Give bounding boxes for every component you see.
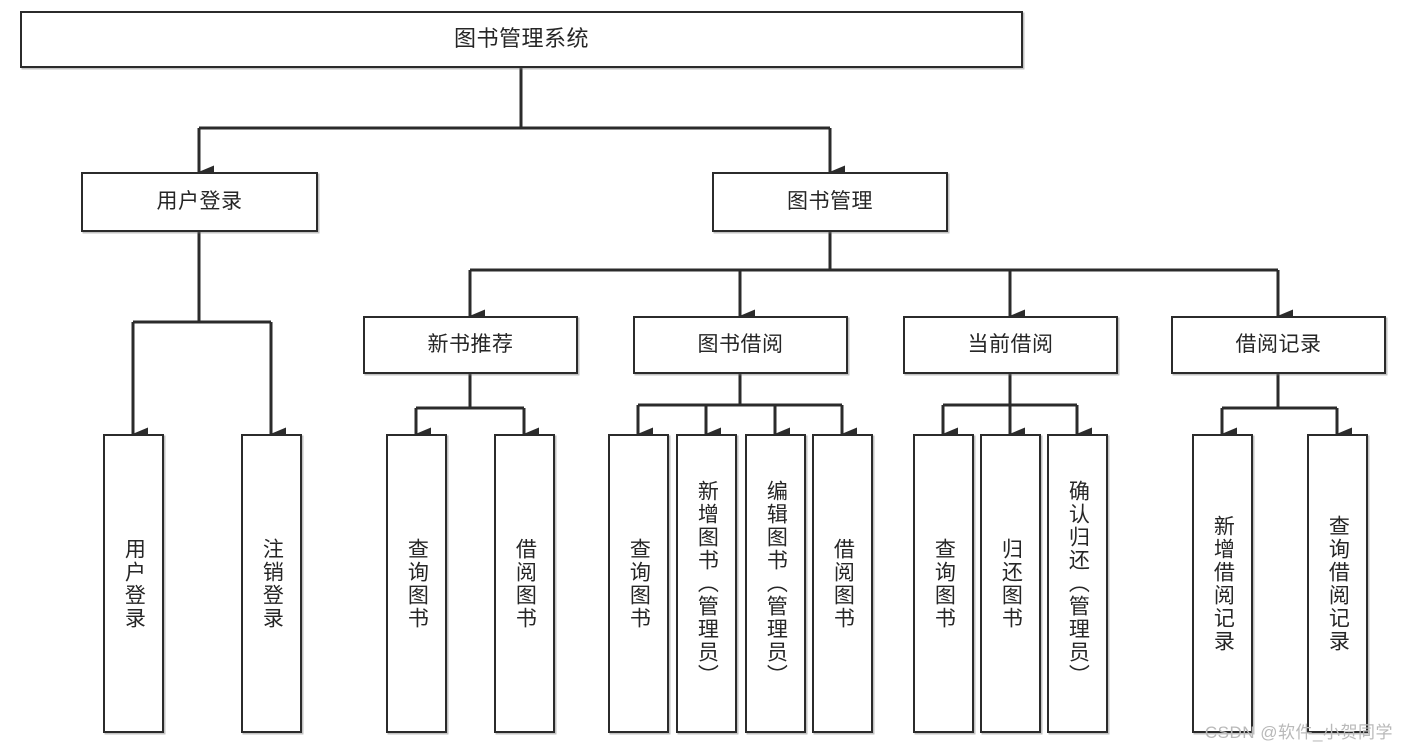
node-leaf-add-record[interactable]: 新增借阅记录 — [1192, 434, 1253, 733]
node-leaf-query-book-2[interactable]: 查询图书 — [608, 434, 669, 733]
csdn-watermark: CSDN @软件_小贺同学 — [1204, 723, 1393, 742]
node-leaf-query-book-3-label: 查询图书 — [932, 537, 956, 630]
node-borrow-record-label: 借阅记录 — [1235, 333, 1322, 357]
node-root-label: 图书管理系统 — [453, 26, 589, 52]
node-leaf-borrow-book-2[interactable]: 借阅图书 — [812, 434, 873, 733]
node-book-manage-label: 图书管理 — [787, 190, 873, 214]
node-new-book[interactable]: 新书推荐 — [363, 316, 578, 374]
node-leaf-return-book-label: 归还图书 — [999, 537, 1023, 630]
node-book-borrow[interactable]: 图书借阅 — [633, 316, 848, 374]
node-leaf-add-record-label: 新增借阅记录 — [1211, 514, 1235, 653]
node-leaf-return-book[interactable]: 归还图书 — [980, 434, 1041, 733]
node-leaf-query-book-1[interactable]: 查询图书 — [386, 434, 447, 733]
node-leaf-query-record[interactable]: 查询借阅记录 — [1307, 434, 1368, 733]
node-leaf-query-record-label: 查询借阅记录 — [1326, 514, 1350, 653]
node-leaf-query-book-2-label: 查询图书 — [627, 537, 651, 630]
node-current-borrow[interactable]: 当前借阅 — [903, 316, 1118, 374]
node-leaf-borrow-book-1[interactable]: 借阅图书 — [494, 434, 555, 733]
node-user-login-label: 用户登录 — [156, 190, 243, 214]
node-new-book-label: 新书推荐 — [427, 333, 514, 357]
node-current-borrow-label: 当前借阅 — [967, 333, 1054, 357]
node-leaf-user-login-label: 用户登录 — [122, 537, 146, 630]
node-leaf-confirm-return-label: 确认归还（管理员） — [1066, 480, 1090, 687]
node-leaf-logout-label: 注销登录 — [260, 537, 284, 630]
node-leaf-user-login[interactable]: 用户登录 — [103, 434, 164, 733]
node-leaf-add-book-label: 新增图书（管理员） — [695, 480, 719, 687]
node-root[interactable]: 图书管理系统 — [20, 11, 1023, 68]
node-leaf-logout[interactable]: 注销登录 — [241, 434, 302, 733]
node-borrow-record[interactable]: 借阅记录 — [1171, 316, 1386, 374]
node-leaf-add-book[interactable]: 新增图书（管理员） — [676, 434, 737, 733]
node-leaf-query-book-1-label: 查询图书 — [405, 537, 429, 630]
node-leaf-confirm-return[interactable]: 确认归还（管理员） — [1047, 434, 1108, 733]
node-leaf-edit-book-label: 编辑图书（管理员） — [764, 480, 788, 687]
node-book-borrow-label: 图书借阅 — [697, 333, 784, 357]
node-leaf-borrow-book-2-label: 借阅图书 — [831, 537, 855, 630]
node-book-manage[interactable]: 图书管理 — [712, 172, 948, 232]
node-leaf-borrow-book-1-label: 借阅图书 — [513, 537, 537, 630]
node-leaf-query-book-3[interactable]: 查询图书 — [913, 434, 974, 733]
node-user-login[interactable]: 用户登录 — [81, 172, 318, 232]
node-leaf-edit-book[interactable]: 编辑图书（管理员） — [745, 434, 806, 733]
